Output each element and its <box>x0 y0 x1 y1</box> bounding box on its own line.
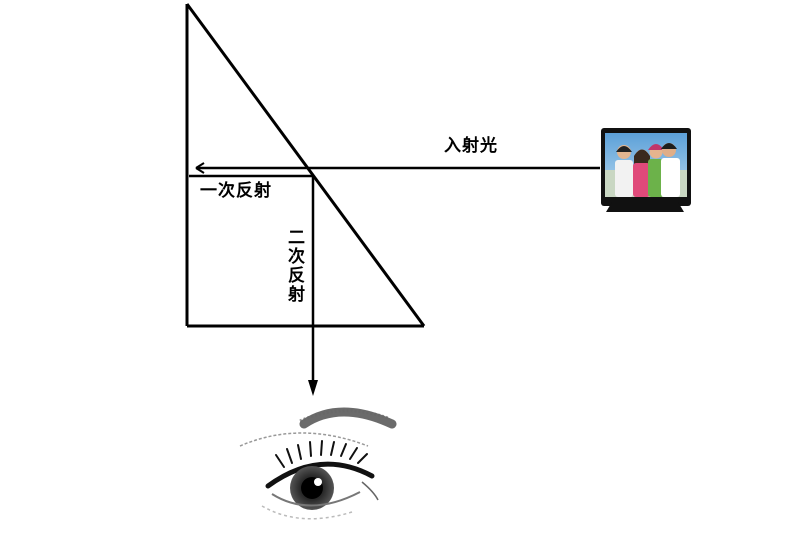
television-icon <box>601 128 691 212</box>
prism-triangle <box>185 3 426 328</box>
second-reflection-label: 二次反射 <box>284 228 304 304</box>
second-reflection-arrow <box>308 176 318 396</box>
eye-icon <box>239 407 397 520</box>
first-reflection-arrow <box>189 162 313 178</box>
incident-light-label: 入射光 <box>444 136 498 156</box>
first-reflection-label: 一次反射 <box>200 181 272 201</box>
